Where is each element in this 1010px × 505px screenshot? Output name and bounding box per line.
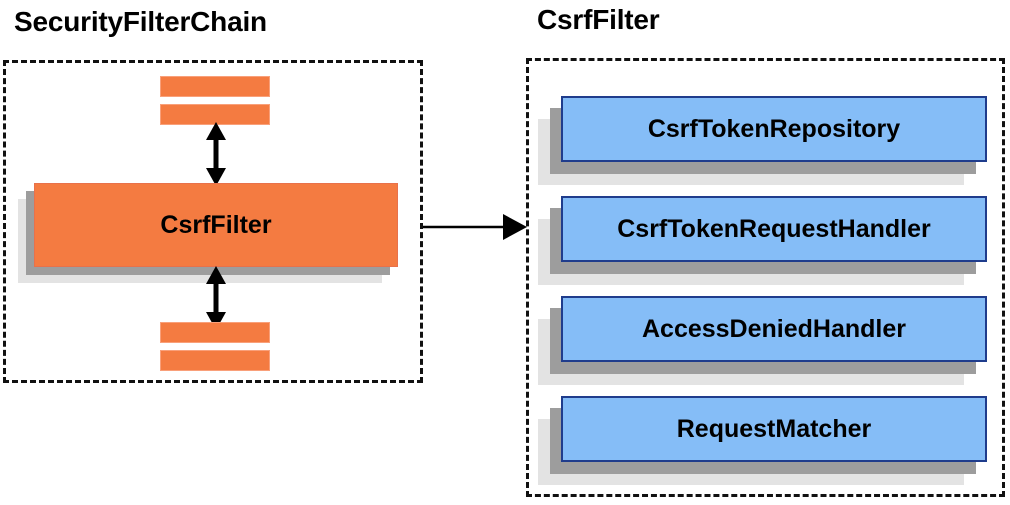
right-panel-title: CsrfFilter: [537, 4, 660, 35]
component-box-csrf-token-request-handler[interactable]: CsrfTokenRequestHandler: [561, 196, 987, 262]
filter-bar-bottom-2: [160, 350, 270, 371]
component-label: AccessDeniedHandler: [641, 314, 906, 343]
component-box-request-matcher[interactable]: RequestMatcher: [561, 396, 987, 462]
csrf-filter-box-label: CsrfFilter: [160, 210, 272, 239]
component-box-access-denied-handler[interactable]: AccessDeniedHandler: [561, 296, 987, 362]
component-label: CsrfTokenRepository: [647, 114, 901, 143]
csrf-filter-box[interactable]: CsrfFilter: [34, 183, 398, 267]
left-panel-title: SecurityFilterChain: [14, 6, 267, 37]
arrow-chain-to-detail: [423, 214, 527, 240]
filter-bar-top-1: [160, 76, 270, 97]
filter-bar-bottom-1: [160, 322, 270, 343]
csrf-filter-detail-panel: [526, 58, 1005, 497]
arrow-double-vertical-bottom: [206, 266, 226, 330]
component-label: CsrfTokenRequestHandler: [617, 214, 931, 243]
security-filter-chain-panel: [3, 60, 423, 383]
arrow-double-vertical-top: [206, 122, 226, 186]
component-box-csrf-token-repository[interactable]: CsrfTokenRepository: [561, 96, 987, 162]
component-label: RequestMatcher: [676, 414, 872, 443]
